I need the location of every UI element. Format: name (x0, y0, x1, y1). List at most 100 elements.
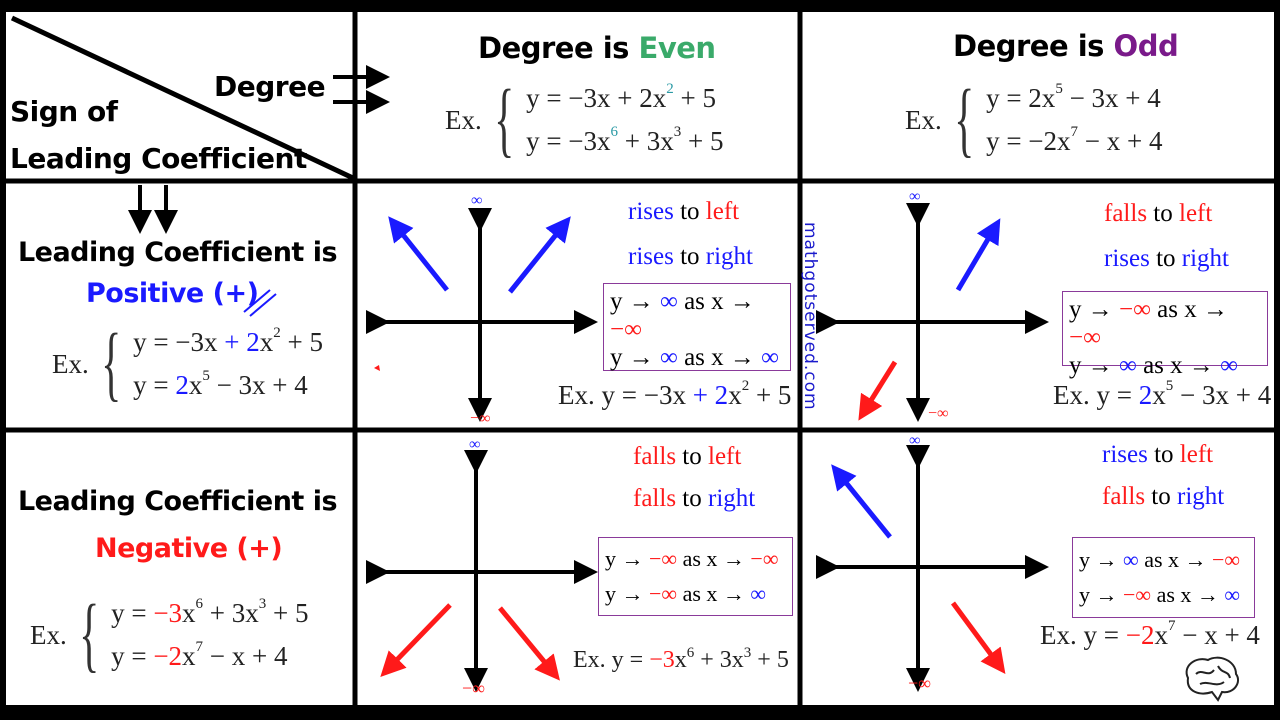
expr-segment: y → (1079, 546, 1123, 572)
corner-diagonal (10, 15, 355, 181)
expr-segment: − 3x + 4 (1173, 380, 1272, 410)
equation: y = 2x5 − 3x + 4 (133, 368, 323, 401)
brace: { (953, 73, 974, 166)
left-behavior: rises to left (628, 198, 739, 226)
ex-label: Ex. (445, 104, 482, 135)
expr-segment: to (1149, 245, 1182, 272)
end-arrow-red (380, 603, 452, 677)
negative-row-title: Leading Coefficient is (17, 486, 338, 517)
expr-segment: ∞ (1224, 582, 1241, 608)
expr-segment: −∞ (750, 546, 779, 572)
header-odd-title: Degree is Odd (953, 29, 1179, 63)
expr-segment: 2 (1138, 380, 1153, 410)
expr-segment: right (708, 485, 756, 512)
end-arrow-red (950, 601, 1006, 675)
exponent: 2 (741, 378, 750, 394)
expr-segment: to (676, 443, 708, 470)
cell-example: Ex. y = −2x7 − x + 4 (1040, 618, 1260, 651)
positive-sign-label: Positive (+) (86, 278, 259, 309)
expr-segment: x (259, 327, 274, 357)
ex-label: Ex. (52, 348, 89, 379)
expr-segment: + 5 (681, 126, 724, 156)
equation: y = −2x7 − x + 4 (111, 639, 308, 672)
expr-segment: y = −2x (986, 126, 1071, 156)
equation: y = −3x6 + 3x3 + 5 (111, 596, 309, 629)
expr-segment: to (676, 485, 708, 512)
header-odd-word: Odd (1113, 29, 1179, 63)
right-behavior: falls to right (633, 485, 755, 513)
brace: { (493, 73, 514, 166)
expr-segment: + 3x (203, 598, 259, 628)
behavior-box: y → ∞ as x → −∞y → −∞ as x → ∞ (1072, 537, 1255, 618)
expr-segment: y → (605, 580, 649, 606)
equation: y = −3x + 2x2 + 5 (133, 325, 323, 358)
infinity-label: ∞ (471, 192, 483, 209)
expr-segment: + 5 (749, 380, 792, 410)
expr-segment: Ex. y = (573, 647, 650, 673)
expr-segment: y → (605, 546, 649, 572)
infinity-label: ∞ (909, 188, 921, 205)
exponent: 6 (686, 645, 695, 661)
expr-segment: ∞ (750, 580, 767, 606)
expr-segment: y → (610, 288, 660, 315)
expr-segment: as x → (677, 580, 751, 606)
expr-segment: to (1147, 441, 1180, 468)
expr-segment: − x + 4 (1175, 620, 1260, 650)
degree-label: Degree (214, 70, 326, 103)
behavior-line: y → ∞ as x → ∞ (1069, 352, 1261, 380)
sign-of-label: Sign of (10, 95, 118, 128)
header-prefix: Degree is (953, 29, 1114, 63)
behavior-line: y → −∞ as x → −∞ (605, 546, 786, 572)
exponent: 6 (610, 124, 619, 140)
infinity-label: ∞ (469, 436, 481, 453)
expr-segment: right (705, 243, 753, 270)
right-behavior: rises to right (628, 243, 753, 271)
end-arrow-blue (831, 464, 892, 539)
left-behavior: rises to left (1102, 441, 1213, 469)
expr-segment: ∞ (1220, 352, 1238, 379)
right-behavior: rises to right (1104, 245, 1229, 273)
expr-segment: rises (628, 198, 674, 225)
exponent: 3 (673, 124, 682, 140)
expr-segment: to (1147, 200, 1179, 227)
expr-segment: − 3x + 4 (209, 370, 308, 400)
expr-segment: left (1179, 441, 1214, 468)
expr-segment: x (728, 380, 742, 410)
expr-segment: −3 (153, 598, 183, 628)
exponent: 7 (1167, 618, 1176, 634)
neg-infinity-label: −∞ (928, 405, 949, 422)
exponent: 5 (1165, 378, 1174, 394)
expr-segment: falls (633, 485, 677, 512)
expr-segment: ∞ (1119, 352, 1137, 379)
expr-segment: −∞ (610, 316, 642, 343)
expr-segment: as x → (1151, 582, 1225, 608)
equation: y = −3x + 2x2 + 5 (526, 81, 723, 114)
expr-segment: + 5 (266, 598, 309, 628)
expr-segment: to (673, 198, 706, 225)
expr-segment: as x → (1150, 296, 1228, 323)
expr-segment: Ex. y = (1040, 620, 1126, 650)
expr-segment: as x → (677, 344, 762, 371)
expr-segment: y = (111, 641, 154, 671)
expr-segment: right (1177, 483, 1225, 510)
right-behavior: falls to right (1102, 483, 1224, 511)
infinity-label: ∞ (909, 432, 921, 449)
expr-segment: x (674, 647, 687, 673)
expr-segment: − x + 4 (203, 641, 288, 671)
expr-segment: to (1145, 483, 1177, 510)
expr-segment: −2 (153, 641, 183, 671)
expr-segment: falls (1102, 483, 1146, 510)
expr-segment: y = (111, 598, 154, 628)
left-behavior: falls to left (633, 443, 741, 471)
expr-segment: to (673, 243, 706, 270)
expr-segment: rises (1104, 245, 1150, 272)
ex-label: Ex. (30, 619, 67, 650)
header-prefix: Degree is (478, 31, 639, 65)
expr-segment: left (708, 443, 742, 470)
expr-segment: y → (610, 344, 660, 371)
exponent: 6 (195, 596, 204, 612)
expr-segment: y = 2x (986, 83, 1056, 113)
expr-segment: as x → (677, 288, 755, 315)
